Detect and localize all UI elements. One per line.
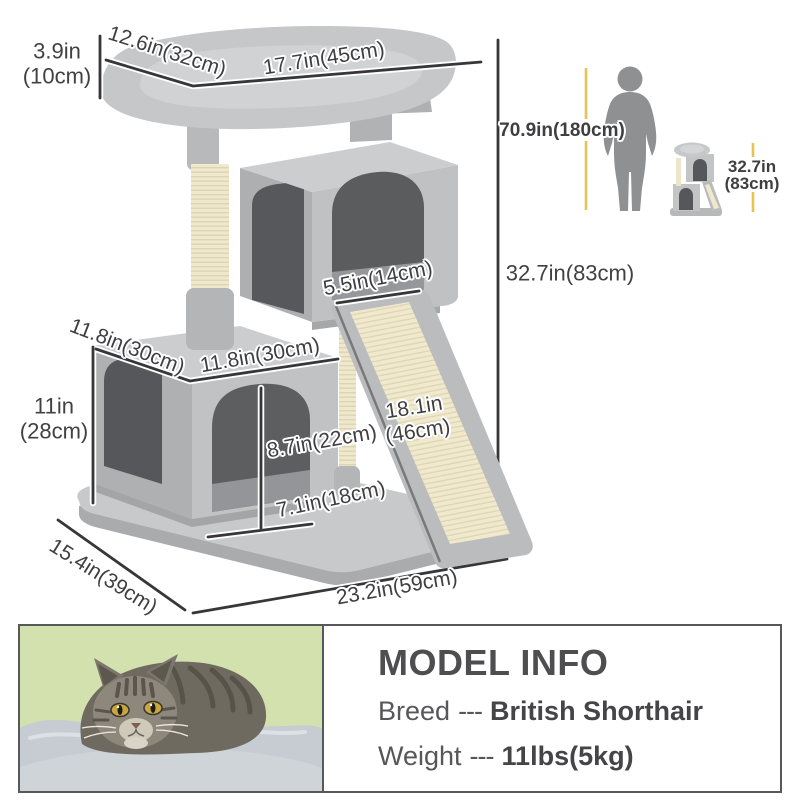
- weight-label: Weight: [378, 741, 462, 771]
- breed-value: British Shorthair: [490, 696, 704, 726]
- breed-label: Breed: [378, 696, 451, 726]
- dim-human-height: 70.9in(180cm): [499, 120, 625, 142]
- model-info-text: MODEL INFO Breed --- British Shorthair Wei…: [324, 626, 780, 791]
- dim-ramp-length: 18.1in (46cm): [383, 391, 452, 448]
- mini-cat-tree-icon: [670, 142, 722, 216]
- dim-perch-thickness: 3.9in (10cm): [22, 38, 92, 89]
- human-silhouette-icon: [603, 66, 657, 211]
- dim-mini-tree-height: 32.7in (83cm): [724, 157, 780, 193]
- scratching-ramp: [331, 291, 533, 569]
- cat-photo-illustration: [20, 626, 322, 791]
- left-scratching-post: [186, 104, 234, 350]
- breed-separator: ---: [458, 696, 483, 726]
- dim-condo-height: 11in (28cm): [19, 393, 89, 444]
- breed-row: Breed --- British Shorthair: [378, 696, 780, 727]
- upper-condo: [240, 142, 458, 330]
- comparison-measure-lines: [584, 68, 755, 212]
- dim-total-height: 32.7in(83cm): [505, 260, 635, 286]
- weight-row: Weight ---11lbs(5kg): [378, 741, 780, 772]
- british-shorthair-photo: [20, 626, 324, 791]
- cat-tree-illustration: [77, 26, 512, 586]
- model-info-title: MODEL INFO: [378, 642, 609, 683]
- weight-value: 11lbs(5kg): [501, 741, 634, 771]
- cat-tree-dimension-diagram: [0, 26, 755, 620]
- model-info-panel: MODEL INFO Breed --- British Shorthair Wei…: [18, 624, 782, 793]
- weight-separator: ---: [469, 741, 495, 771]
